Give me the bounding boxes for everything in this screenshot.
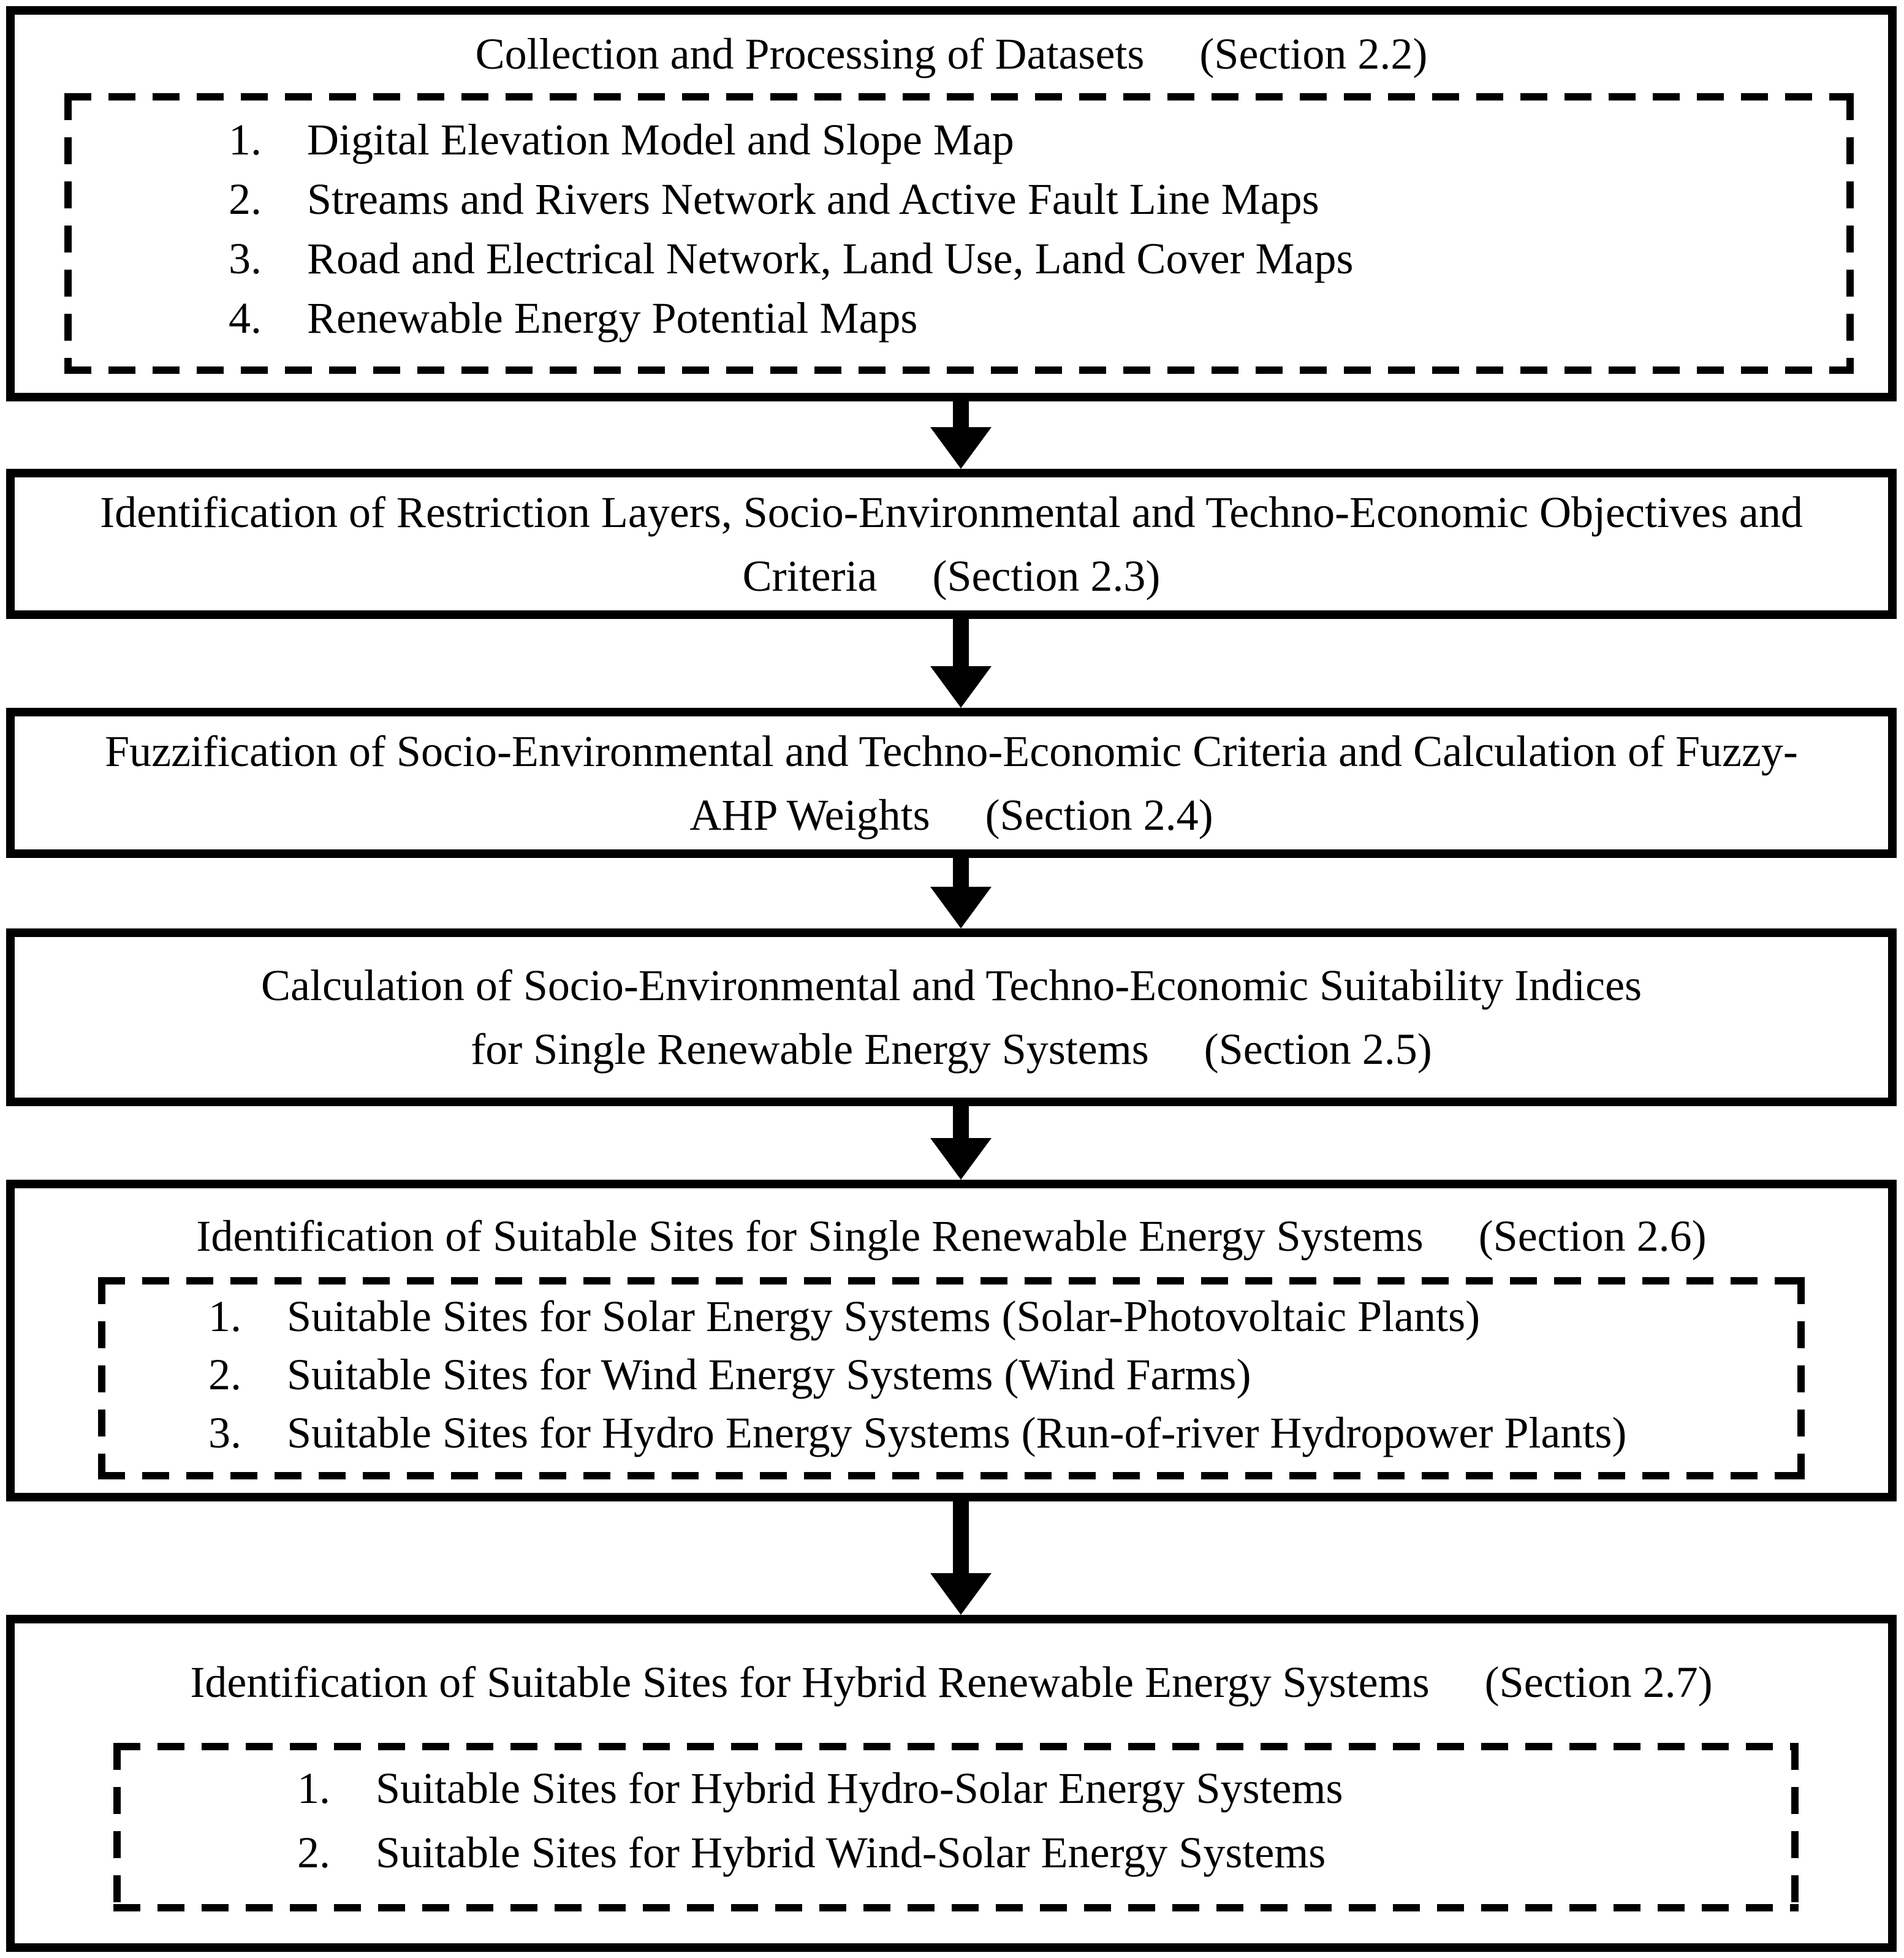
list-number: 3.: [229, 234, 262, 283]
box-title: Identification of Suitable Sites for Sin…: [15, 1208, 1888, 1264]
section-reference: (Section 2.4): [985, 790, 1213, 840]
list-number: 2.: [297, 1827, 330, 1877]
flow-box-fuzzification: Fuzzification of Socio-Environmental and…: [6, 708, 1897, 858]
dataset-list-box: 1. Digital Elevation Model and Slope Map…: [64, 93, 1854, 374]
section-reference: (Section 2.6): [1478, 1212, 1707, 1261]
list-item-text: Suitable Sites for Solar Energy Systems …: [287, 1291, 1481, 1341]
list-number: 1.: [208, 1291, 241, 1341]
flow-box-suitability-indices: Calculation of Socio-Environmental and T…: [6, 928, 1897, 1106]
arrow-stem: [953, 619, 969, 666]
arrow-head-icon: [930, 666, 992, 708]
arrow-head-icon: [930, 887, 992, 928]
flow-box-data-collection: Collection and Processing of Datasets (Se…: [6, 6, 1897, 401]
box-text-line: Fuzzification of Socio-Environmental and…: [105, 726, 1798, 776]
list-item-text: Suitable Sites for Wind Energy Systems (…: [287, 1349, 1251, 1399]
list-item: 3. Suitable Sites for Hydro Energy Syste…: [98, 1408, 1805, 1466]
list-item-text: Streams and Rivers Network and Active Fa…: [307, 175, 1319, 224]
flow-box-restriction-layers: Identification of Restriction Layers, So…: [6, 469, 1897, 619]
list-number: 4.: [229, 294, 262, 343]
list-number: 1.: [297, 1763, 330, 1813]
list-item-text: Digital Elevation Model and Slope Map: [307, 115, 1014, 164]
box-text: Criteria: [742, 551, 878, 601]
box-title-text: Identification of Suitable Sites for Hyb…: [190, 1658, 1430, 1707]
section-reference: (Section 2.2): [1199, 29, 1428, 78]
down-arrow-3: [930, 858, 992, 928]
section-reference: (Section 2.5): [1204, 1025, 1432, 1074]
list-item: 3. Road and Electrical Network, Land Use…: [64, 233, 1854, 293]
arrow-head-icon: [930, 1138, 992, 1180]
list-item: 2. Suitable Sites for Wind Energy System…: [98, 1349, 1805, 1408]
list-number: 2.: [208, 1349, 241, 1399]
list-item: 4. Renewable Energy Potential Maps: [64, 293, 1854, 352]
down-arrow-4: [930, 1106, 992, 1180]
list-item: 2. Streams and Rivers Network and Active…: [64, 174, 1854, 233]
section-reference: (Section 2.7): [1484, 1658, 1713, 1707]
box-title-text: Identification of Suitable Sites for Sin…: [196, 1212, 1424, 1261]
box-text: for Single Renewable Energy Systems: [471, 1025, 1149, 1074]
single-res-list-box: 1. Suitable Sites for Solar Energy Syste…: [98, 1277, 1805, 1479]
list-item: 2. Suitable Sites for Hybrid Wind-Solar …: [113, 1827, 1799, 1892]
arrow-stem: [953, 401, 969, 427]
list-item: 1. Digital Elevation Model and Slope Map: [64, 115, 1854, 174]
arrow-stem: [953, 1106, 969, 1138]
section-reference: (Section 2.3): [932, 551, 1161, 601]
list-number: 3.: [208, 1408, 241, 1457]
box-text-line: Criteria (Section 2.3): [15, 544, 1888, 608]
box-text-line: Identification of Restriction Layers, So…: [100, 487, 1803, 537]
hybrid-res-list-box: 1. Suitable Sites for Hybrid Hydro-Solar…: [113, 1743, 1799, 1911]
flow-box-hybrid-res-sites: Identification of Suitable Sites for Hyb…: [6, 1615, 1897, 1952]
flow-box-single-res-sites: Identification of Suitable Sites for Sin…: [6, 1180, 1897, 1501]
down-arrow-5: [930, 1501, 992, 1615]
down-arrow-2: [930, 619, 992, 708]
arrow-stem: [953, 1501, 969, 1573]
list-number: 1.: [229, 115, 262, 164]
box-text: AHP Weights: [689, 790, 930, 840]
arrow-head-icon: [930, 427, 992, 469]
list-number: 2.: [229, 175, 262, 224]
list-item-text: Renewable Energy Potential Maps: [307, 294, 918, 343]
arrow-head-icon: [930, 1573, 992, 1615]
box-title-text: Collection and Processing of Datasets: [475, 29, 1145, 78]
arrow-stem: [953, 858, 969, 887]
box-text-line: Calculation of Socio-Environmental and T…: [260, 961, 1642, 1010]
box-text-line: AHP Weights (Section 2.4): [15, 783, 1888, 847]
box-title: Identification of Suitable Sites for Hyb…: [15, 1654, 1888, 1710]
down-arrow-1: [930, 401, 992, 469]
box-title: Collection and Processing of Datasets (Se…: [15, 26, 1888, 82]
list-item-text: Suitable Sites for Hybrid Hydro-Solar En…: [376, 1763, 1343, 1813]
list-item: 1. Suitable Sites for Hybrid Hydro-Solar…: [113, 1763, 1799, 1827]
box-text-line: for Single Renewable Energy Systems (Sect…: [15, 1017, 1888, 1081]
list-item-text: Road and Electrical Network, Land Use, L…: [307, 234, 1354, 283]
list-item: 1. Suitable Sites for Solar Energy Syste…: [98, 1291, 1805, 1349]
list-item-text: Suitable Sites for Hydro Energy Systems …: [287, 1408, 1627, 1457]
list-item-text: Suitable Sites for Hybrid Wind-Solar Ene…: [376, 1827, 1326, 1877]
